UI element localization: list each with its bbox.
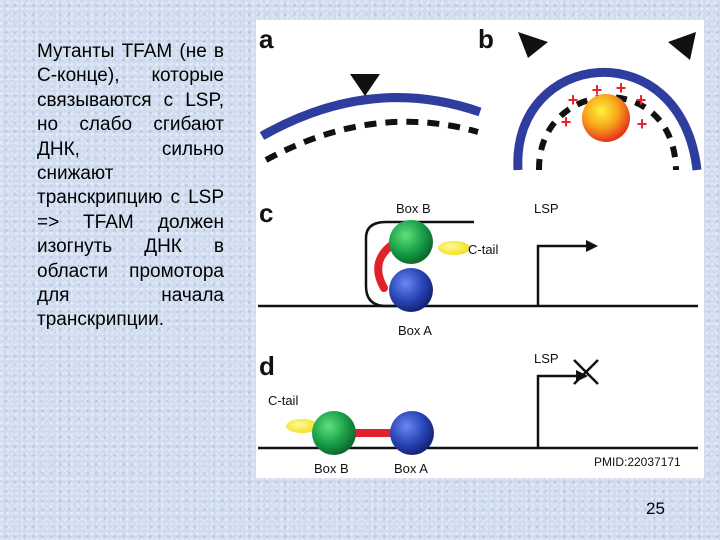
panel-c-box-a-label: Box A bbox=[398, 323, 432, 338]
panel-d-box-b-label: Box B bbox=[314, 461, 349, 476]
panel-d-box-a-domain bbox=[390, 411, 434, 455]
tfam-diagram: a b + + + + + + c Box B Box A C-tail L bbox=[256, 20, 704, 478]
panel-a-label: a bbox=[259, 24, 274, 54]
citation-pmid: PMID:22037171 bbox=[594, 455, 681, 469]
plus-sign: + bbox=[616, 78, 627, 98]
plus-sign: + bbox=[636, 90, 647, 110]
panel-d-c-tail-label: C-tail bbox=[268, 393, 298, 408]
panel-b-orange-ball bbox=[582, 94, 630, 142]
panel-c-box-a-domain bbox=[389, 268, 433, 312]
panel-d-box-b-domain bbox=[312, 411, 356, 455]
panel-d-label: d bbox=[259, 351, 275, 381]
panel-b-right-arrowhead bbox=[668, 32, 696, 60]
plus-sign: + bbox=[592, 80, 603, 100]
slide-body-text: Мутанты TFAM (не в C-конце), которые свя… bbox=[37, 40, 224, 333]
panel-a-dna-dashed bbox=[266, 122, 478, 160]
panel-c-lsp-label: LSP bbox=[534, 201, 559, 216]
panel-a-dna-strand bbox=[262, 98, 480, 136]
panel-c-box-b-domain bbox=[389, 220, 433, 264]
panel-d-lsp-label: LSP bbox=[534, 351, 559, 366]
panel-c-c-tail-label: C-tail bbox=[468, 242, 498, 257]
panel-d-box-a-label: Box A bbox=[394, 461, 428, 476]
panel-a-arrowhead bbox=[350, 74, 380, 96]
figure-panel: a b + + + + + + c Box B Box A C-tail L bbox=[256, 20, 704, 478]
panel-c-lsp-arrow-line bbox=[538, 246, 586, 306]
slide-page-number: 25 bbox=[646, 499, 665, 519]
plus-sign: + bbox=[568, 90, 579, 110]
panel-c-lsp-arrowhead bbox=[586, 240, 598, 252]
panel-c-label: c bbox=[259, 198, 273, 228]
plus-sign: + bbox=[637, 114, 648, 134]
panel-d-lsp-arrow-line bbox=[538, 376, 576, 448]
panel-b-label: b bbox=[478, 24, 494, 54]
panel-c-c-tail bbox=[438, 241, 470, 255]
panel-c-box-b-label: Box B bbox=[396, 201, 431, 216]
plus-sign: + bbox=[561, 112, 572, 132]
panel-b-left-arrowhead bbox=[518, 32, 548, 58]
